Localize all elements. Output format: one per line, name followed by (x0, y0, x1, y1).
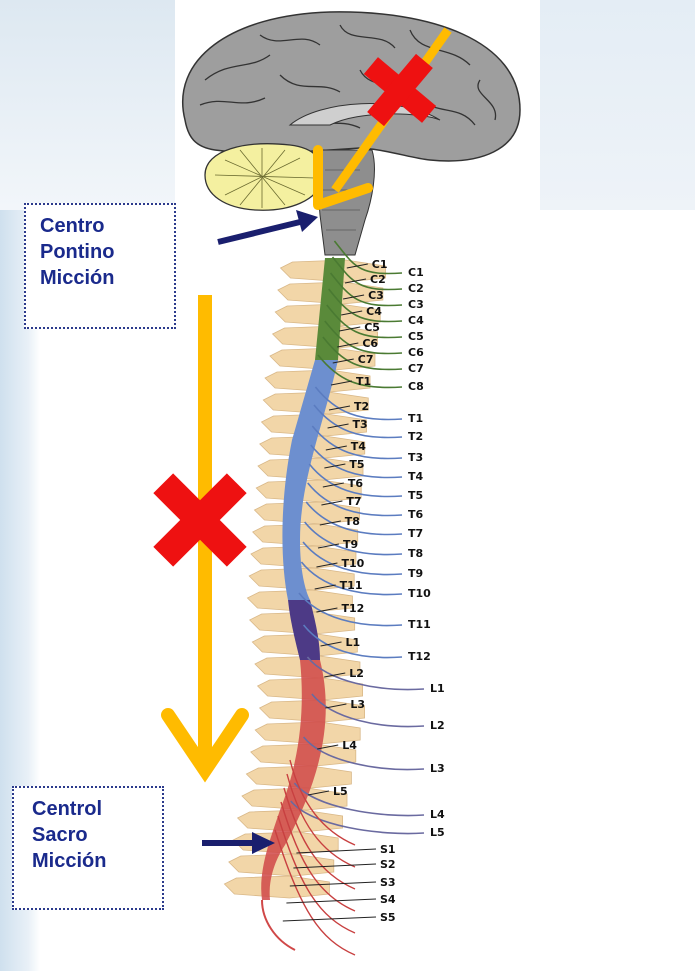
segment-label-left: T7 (346, 495, 361, 508)
segment-label-right: T3 (408, 451, 423, 464)
segment-label-right: L4 (430, 808, 445, 821)
segment-label-right: T6 (408, 508, 424, 521)
pontine-micturition-center-label: Centro Pontino Micción (24, 203, 176, 329)
segment-label-right: T8 (408, 547, 423, 560)
segment-labels-right: C1C2C3C4C5C6C7C8T1T2T3T4T5T6T7T8T9T10T11… (408, 266, 445, 839)
segment-label-right: C8 (408, 380, 424, 393)
segment-label-right: C1 (408, 266, 424, 279)
segment-label-right: L5 (430, 826, 445, 839)
segment-label-right: C6 (408, 346, 424, 359)
pontine-label-line-2: Pontino (40, 239, 164, 265)
pontine-label-line-1: Centro (40, 213, 164, 239)
segment-label-left: C2 (370, 273, 386, 286)
segment-label-left: L3 (350, 698, 365, 711)
segment-label-left: C6 (362, 337, 378, 350)
vertebra (254, 502, 359, 524)
segment-label-left: T3 (353, 418, 368, 431)
segment-label-right: L1 (430, 682, 445, 695)
segment-label-left: T9 (343, 538, 358, 551)
vertebra (224, 876, 329, 898)
segment-label-right: T5 (408, 489, 423, 502)
pontine-label-line-3: Micción (40, 265, 164, 291)
segment-label-right: L2 (430, 719, 445, 732)
segment-label-left: T10 (341, 557, 364, 570)
segment-label-left: T6 (348, 477, 364, 490)
segment-label-left: T1 (356, 375, 371, 388)
segment-label-left: T4 (351, 440, 367, 453)
segment-label-left: T5 (349, 458, 364, 471)
sacral-label-line-1: Centrol (32, 796, 152, 822)
segment-label-left: S4 (380, 893, 396, 906)
segment-label-left: L1 (346, 636, 361, 649)
sacral-label-line-2: Sacro (32, 822, 152, 848)
segment-label-right: T4 (408, 470, 424, 483)
segment-label-left: C5 (364, 321, 380, 334)
segment-label-right: T7 (408, 527, 423, 540)
segment-label-right: L3 (430, 762, 445, 775)
segment-pointer-line (286, 899, 376, 903)
segment-label-right: C5 (408, 330, 424, 343)
segment-label-left: T11 (340, 579, 363, 592)
segment-label-left: C1 (372, 258, 388, 271)
segment-label-left: L4 (342, 739, 357, 752)
segment-label-left: L5 (333, 785, 348, 798)
segment-label-left: T12 (341, 602, 364, 615)
segment-label-left: C3 (368, 289, 384, 302)
vertebra (229, 854, 334, 876)
segment-label-right: T11 (408, 618, 431, 631)
segment-label-left: L2 (349, 667, 364, 680)
sacral-label-line-3: Micción (32, 848, 152, 874)
segment-label-right: C3 (408, 298, 424, 311)
segment-label-left: T2 (354, 400, 369, 413)
segment-label-right: C2 (408, 282, 424, 295)
segment-label-right: C4 (408, 314, 424, 327)
segment-label-right: T12 (408, 650, 431, 663)
segment-label-left: S5 (380, 911, 396, 924)
segment-label-left: S3 (380, 876, 396, 889)
segment-label-right: T2 (408, 430, 423, 443)
segment-label-right: T10 (408, 587, 431, 600)
segment-label-right: T1 (408, 412, 423, 425)
segment-label-right: C7 (408, 362, 424, 375)
segment-label-left: C7 (358, 353, 374, 366)
sacral-micturition-center-label: Centrol Sacro Micción (12, 786, 164, 910)
segment-label-left: S2 (380, 858, 396, 871)
segment-label-left: C4 (366, 305, 382, 318)
segment-label-left: T8 (345, 515, 360, 528)
segment-label-right: T9 (408, 567, 423, 580)
segment-label-left: S1 (380, 843, 396, 856)
